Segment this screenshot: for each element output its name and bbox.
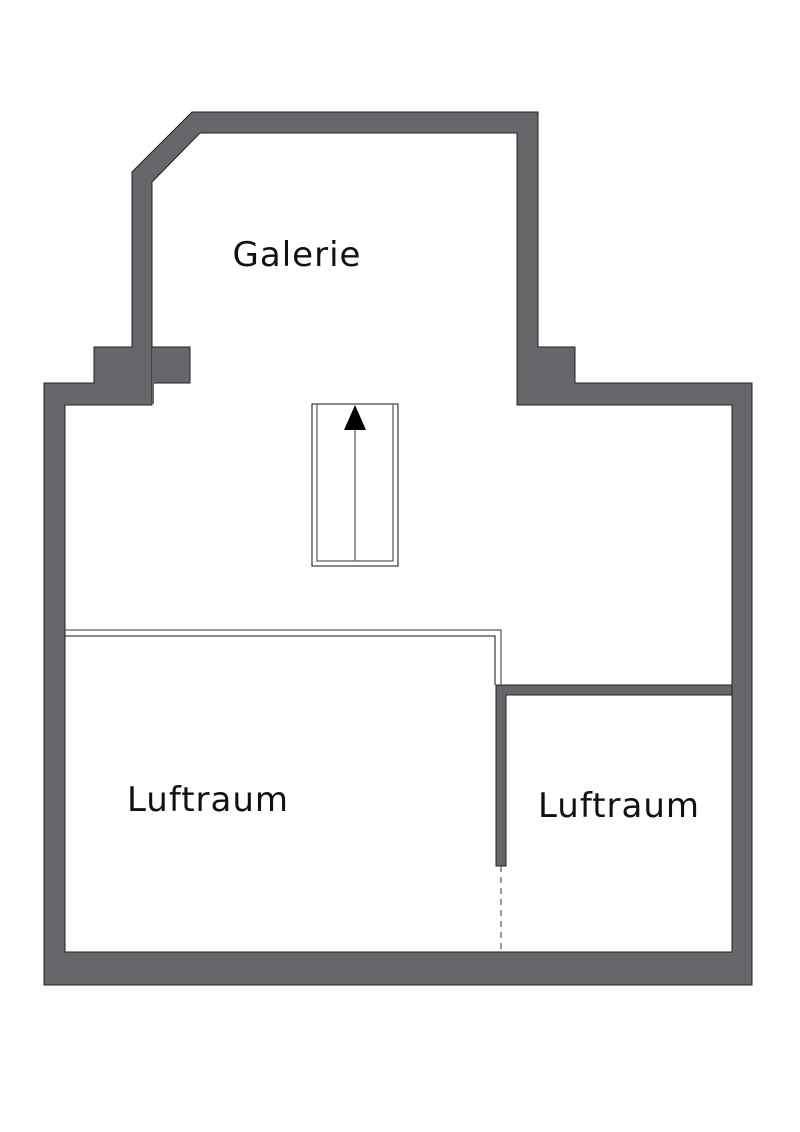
arrow-up-icon [344,405,366,430]
railing-outer [65,629,502,685]
room-label-luftraum-left: Luftraum [126,780,290,820]
wall-pier-left-cover [152,348,154,404]
exterior-walls [43,111,753,986]
wall-pier-left [151,346,191,384]
interior-wall [495,684,733,867]
staircase [311,403,399,567]
room-label-luftraum-right: Luftraum [537,786,701,826]
railing-inner [65,635,496,685]
room-label-galerie: Galerie [232,235,362,275]
